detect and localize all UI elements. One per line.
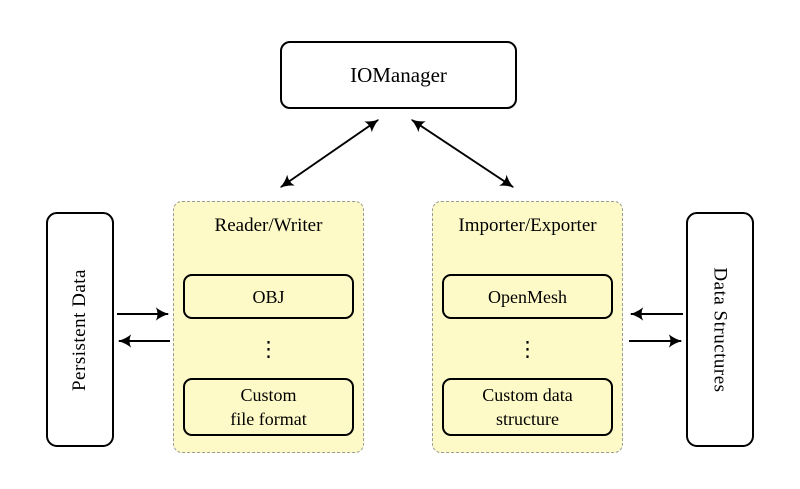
persistent-data-label: Persistent Data (69, 268, 91, 391)
importer-exporter-title: Importer/Exporter (458, 215, 597, 236)
custom-file-format-line1: Custom (240, 385, 297, 405)
group-reader-writer: Reader/Writer OBJ ⋮ Custom file format (173, 201, 364, 453)
edge-iomanager-importerexporter (410, 119, 515, 188)
edge-iomanager-readerwriter (279, 119, 380, 188)
custom-data-structure-line2: structure (496, 409, 559, 429)
group-importer-exporter: Importer/Exporter OpenMesh ⋮ Custom data… (432, 201, 623, 453)
openmesh-label: OpenMesh (488, 286, 567, 307)
iomanager-label: IOManager (350, 62, 447, 87)
node-obj: OBJ (183, 274, 354, 319)
importer-exporter-ellipsis: ⋮ (517, 337, 538, 361)
reader-writer-title: Reader/Writer (214, 215, 323, 236)
reader-writer-ellipsis: ⋮ (258, 337, 279, 361)
node-persistent-data: Persistent Data (46, 212, 114, 447)
node-custom-data-structure: Custom data structure (442, 378, 613, 436)
custom-data-structure-line1: Custom data (482, 385, 573, 405)
node-data-structures: Data Structures (686, 212, 754, 447)
custom-file-format-line2: file format (230, 409, 307, 429)
data-structures-label: Data Structures (710, 266, 731, 393)
node-openmesh: OpenMesh (442, 274, 613, 319)
obj-label: OBJ (252, 286, 285, 307)
node-iomanager: IOManager (280, 41, 517, 109)
node-custom-file-format: Custom file format (183, 378, 354, 436)
